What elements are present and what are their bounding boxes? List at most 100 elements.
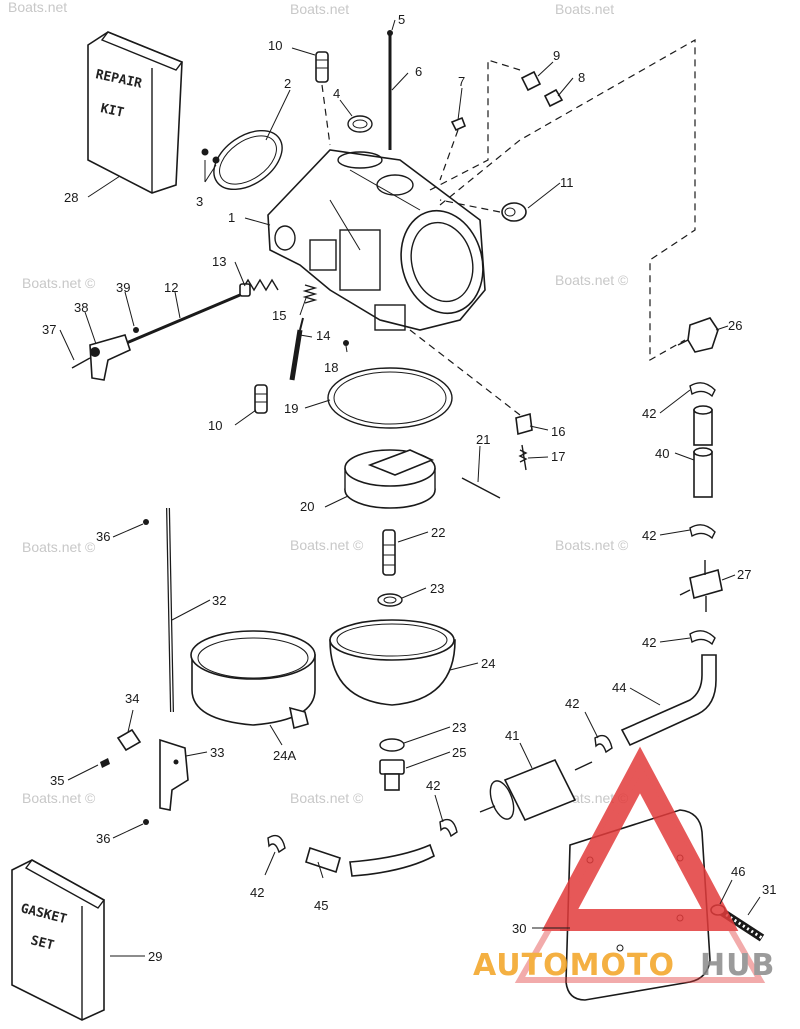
hose-44	[620, 654, 717, 747]
leader-lines	[59, 19, 761, 957]
label-9: 9	[553, 48, 560, 63]
label-26: 26	[728, 318, 742, 333]
tee-27	[679, 560, 723, 612]
label-10-bottom: 10	[208, 418, 222, 433]
label-7: 7	[458, 74, 465, 89]
watermark: Boats.net ©	[290, 790, 364, 806]
label-35: 35	[50, 773, 64, 788]
label-23-bottom: 23	[452, 720, 466, 735]
watermark: Boats.net ©	[22, 790, 96, 806]
jet-10-top	[315, 51, 331, 146]
label-14: 14	[316, 328, 330, 343]
label-36-bottom: 36	[96, 831, 110, 846]
label-34: 34	[125, 691, 139, 706]
bushing-11	[439, 199, 527, 222]
label-42-b: 42	[642, 528, 656, 543]
label-25: 25	[452, 745, 466, 760]
float-20	[344, 449, 436, 509]
label-10-top: 10	[268, 38, 282, 53]
label-29: 29	[148, 949, 162, 964]
label-33: 33	[210, 745, 224, 760]
label-44: 44	[612, 680, 626, 695]
screw-25	[379, 759, 405, 791]
label-37: 37	[42, 322, 56, 337]
spring-15	[302, 284, 318, 304]
repair-kit-box: REPAIR KIT	[87, 31, 184, 194]
label-46: 46	[731, 864, 745, 879]
watermark: Boats.net ©	[22, 539, 96, 555]
rod-32	[166, 507, 174, 713]
label-42-e: 42	[426, 778, 440, 793]
label-32: 32	[212, 593, 226, 608]
label-36-top: 36	[96, 529, 110, 544]
label-6: 6	[415, 64, 422, 79]
label-42-c: 42	[642, 635, 656, 650]
jet-22	[382, 529, 396, 576]
shaft-12	[71, 293, 241, 381]
bowl-24a	[190, 630, 316, 730]
label-20: 20	[300, 499, 314, 514]
label-15: 15	[272, 308, 286, 323]
repair-kit-line2: KIT	[99, 101, 125, 121]
washer-23	[377, 593, 403, 607]
watermark: Boats.net ©	[555, 272, 629, 288]
label-11: 11	[560, 175, 574, 190]
label-40: 40	[655, 446, 669, 461]
label-21: 21	[476, 432, 490, 447]
pin-21	[461, 477, 501, 499]
oring-19	[327, 367, 453, 429]
watermark: Boats.net ©	[22, 275, 96, 291]
spring-13	[239, 278, 279, 297]
seat-16-needle-17	[409, 329, 533, 471]
label-17: 17	[551, 449, 565, 464]
label-41: 41	[505, 728, 519, 743]
label-30: 30	[512, 921, 526, 936]
watermark: Boats.net	[290, 1, 349, 17]
watermark: Boats.net	[8, 0, 67, 15]
fitting-26	[677, 317, 719, 353]
watermark: Boats.net ©	[290, 537, 364, 553]
screws-8-9	[520, 70, 564, 108]
screw-7	[439, 116, 467, 181]
screws-3	[201, 148, 220, 164]
clamps-42	[267, 382, 716, 854]
rod-5-6	[387, 30, 393, 150]
label-42-a: 42	[642, 406, 656, 421]
label-38: 38	[74, 300, 88, 315]
label-42-f: 42	[250, 885, 264, 900]
block-34	[100, 519, 149, 825]
label-22: 22	[431, 525, 445, 540]
label-27: 27	[737, 567, 751, 582]
label-24: 24	[481, 656, 495, 671]
label-28: 28	[64, 190, 78, 205]
logo-text-hub: HUB	[700, 948, 775, 983]
jet-10-bottom	[254, 384, 268, 414]
label-3: 3	[196, 194, 203, 209]
fuel-filter-41	[479, 758, 593, 822]
bracket-33	[159, 738, 189, 811]
label-19: 19	[284, 401, 298, 416]
label-45: 45	[314, 898, 328, 913]
label-18: 18	[324, 360, 338, 375]
washer-23b	[379, 738, 405, 752]
watermarks: Boats.net Boats.net Boats.net Boats.net …	[8, 0, 629, 806]
automotohub-logo: AUTOMOTO HUB	[473, 746, 775, 983]
label-12: 12	[164, 280, 178, 295]
label-31: 31	[762, 882, 776, 897]
hose-40	[693, 405, 713, 498]
bowl-24	[329, 619, 456, 706]
logo-text-automoto: AUTOMOTO	[473, 948, 675, 983]
gasket-2	[213, 129, 283, 191]
watermark: Boats.net ©	[555, 537, 629, 553]
needle-14	[289, 317, 349, 381]
label-2: 2	[284, 76, 291, 91]
carburetor-body	[267, 149, 486, 331]
label-4: 4	[333, 86, 340, 101]
label-16: 16	[551, 424, 565, 439]
label-1: 1	[228, 210, 235, 225]
label-13: 13	[212, 254, 226, 269]
watermark: Boats.net	[555, 1, 614, 17]
label-42-d: 42	[565, 696, 579, 711]
gasket-set-line2: SET	[29, 933, 56, 953]
